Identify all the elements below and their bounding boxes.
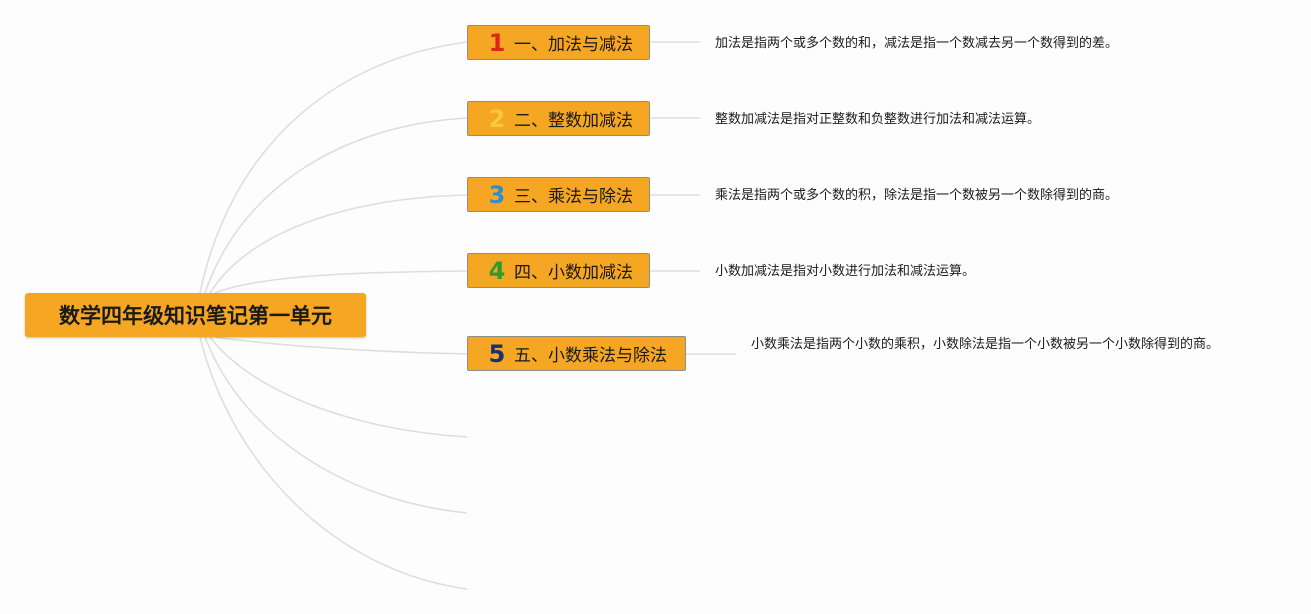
connector-branch-empty-6 (209, 336, 468, 438)
topic-2-note: 整数加减法是指对正整数和负整数进行加法和减法运算。 (715, 112, 1041, 127)
connector-branch-empty-8 (199, 336, 468, 590)
topic-4-label: 四、小数加减法 (514, 263, 633, 283)
topic-3-note: 乘法是指两个或多个数的积，除法是指一个数被另一个数除得到的商。 (715, 188, 1119, 203)
topic-5-note: 小数乘法是指两个小数的乘积，小数除法是指一个小数被另一个小数除得到的商。 (751, 337, 1220, 352)
connector-branch-3 (209, 194, 468, 294)
connector-branch-2 (204, 117, 468, 294)
topic-1-note: 加法是指两个或多个数的和，减法是指一个数减去另一个数得到的差。 (715, 36, 1119, 51)
topic-1-node[interactable]: 1 一、加法与减法 (467, 25, 650, 60)
topic-3-node[interactable]: 3 三、乘法与除法 (467, 177, 650, 212)
number-2-icon: 2 (488, 104, 506, 133)
topic-3-label: 三、乘法与除法 (514, 187, 633, 207)
number-3-icon: 3 (488, 180, 506, 209)
number-5-icon: 5 (488, 339, 506, 368)
topic-2-node[interactable]: 2 二、整数加减法 (467, 101, 650, 136)
connector-branch-1 (199, 41, 468, 294)
connector-branch-5 (214, 336, 468, 355)
connector-branch-empty-7 (204, 336, 468, 514)
topic-1-label: 一、加法与减法 (514, 35, 633, 55)
topic-2-label: 二、整数加减法 (514, 111, 633, 131)
topic-4-node[interactable]: 4 四、小数加减法 (467, 253, 650, 288)
number-4-icon: 4 (488, 256, 506, 285)
topic-4-note: 小数加减法是指对小数进行加法和减法运算。 (715, 264, 976, 279)
topic-5-label: 五、小数乘法与除法 (514, 346, 667, 366)
root-title: 数学四年级知识笔记第一单元 (59, 304, 332, 328)
connector-branch-4 (214, 270, 468, 294)
topic-5-node[interactable]: 5 五、小数乘法与除法 (467, 336, 686, 371)
number-1-icon: 1 (488, 28, 506, 57)
root-topic[interactable]: 数学四年级知识笔记第一单元 (25, 293, 366, 337)
